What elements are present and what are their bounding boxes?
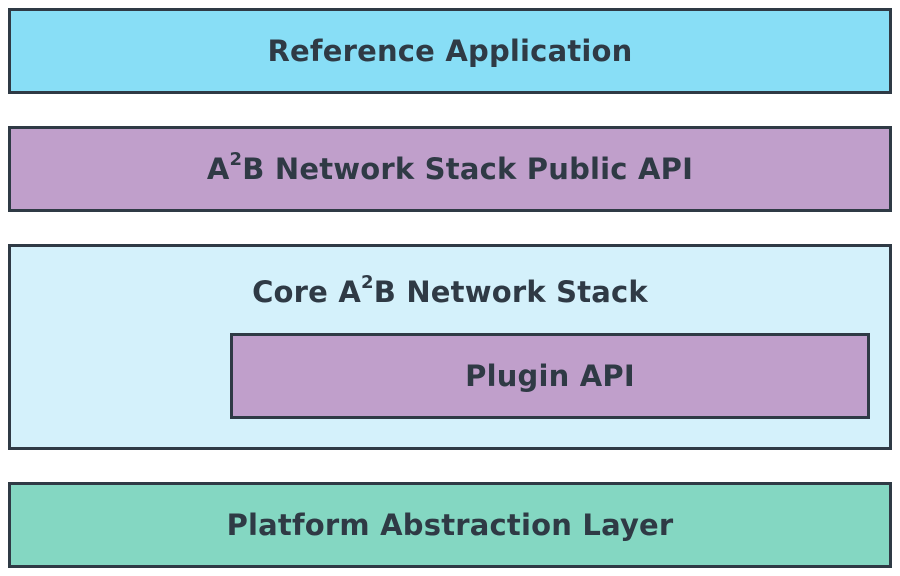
reference-application-label: Reference Application [267, 34, 633, 68]
core-label-suffix: B Network Stack [373, 275, 648, 309]
public-api-label-suffix: B Network Stack Public API [242, 152, 694, 186]
public-api-layer: A2B Network Stack Public API [8, 126, 892, 212]
core-network-stack-label: Core A2B Network Stack [11, 272, 889, 309]
core-label-superscript: 2 [360, 272, 374, 294]
public-api-label: A2B Network Stack Public API [206, 149, 694, 186]
core-network-stack-layer: Core A2B Network Stack Plugin API [8, 244, 892, 450]
core-label-prefix: Core A [252, 275, 361, 309]
platform-abstraction-layer: Platform Abstraction Layer [8, 482, 892, 568]
public-api-label-prefix: A [206, 152, 230, 186]
plugin-api-label: Plugin API [465, 359, 635, 393]
plugin-api-layer: Plugin API [230, 333, 870, 419]
platform-abstraction-layer-label: Platform Abstraction Layer [226, 508, 674, 542]
public-api-label-superscript: 2 [229, 149, 243, 171]
reference-application-layer: Reference Application [8, 8, 892, 94]
